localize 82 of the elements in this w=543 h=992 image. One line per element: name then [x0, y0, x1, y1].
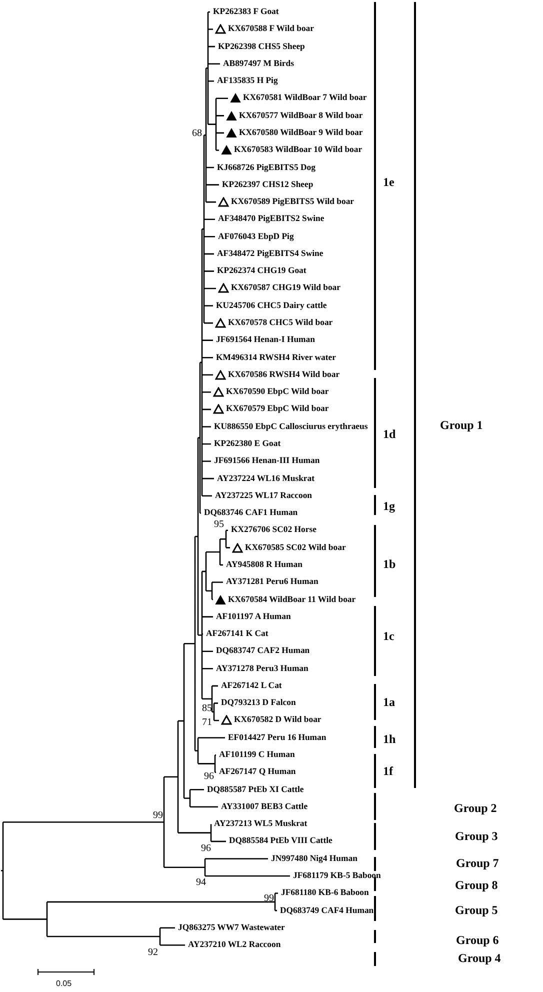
taxon-label: KP262383 F Goat: [213, 6, 279, 17]
taxon-label: DQ683746 CAF1 Human: [204, 507, 298, 518]
taxon-label: KX670587 CHG19 Wild boar: [231, 282, 340, 294]
clade-label: Group 5: [455, 904, 498, 917]
taxon-label: DQ683749 CAF4 Human: [280, 904, 374, 916]
clade-label: Group 6: [456, 934, 499, 947]
taxon-label: AY371281 Peru6 Human: [226, 576, 318, 588]
taxon-label: AF267147 Q Human: [219, 766, 296, 778]
clade-label: 1f: [383, 765, 393, 778]
clade-label: 1d: [383, 428, 396, 441]
bootstrap-value: 68: [192, 128, 202, 139]
taxon-label: KX670585 SC02 Wild boar: [245, 542, 346, 553]
taxon-label: DQ885587 PtEb XI Cattle: [207, 784, 304, 795]
taxon-label: JF681179 KB-5 Baboon: [293, 870, 381, 881]
taxon-label: KX670579 EbpC Wild boar: [226, 403, 329, 414]
taxon-label: KX670577 WildBoar 8 Wild boar: [239, 110, 363, 121]
clade-label: 1c: [383, 630, 394, 643]
taxon-label: DQ683747 CAF2 Human: [216, 645, 310, 656]
bootstrap-value: 99: [264, 893, 274, 904]
clade-label: Group 3: [455, 830, 498, 843]
taxon-label: DQ885584 PtEb VIII Cattle: [229, 835, 332, 846]
taxon-label: KX670588 F Wild boar: [228, 23, 314, 34]
clade-label: Group 8: [455, 879, 498, 892]
clade-label: 1g: [383, 500, 395, 513]
taxon-label: KU245706 CHC5 Dairy cattle: [216, 300, 327, 311]
taxon-label: AY331007 BEB3 Cattle: [221, 800, 308, 812]
taxon-label: KX670581 WildBoar 7 Wild boar: [243, 92, 367, 104]
taxon-label: KX670586 RWSH4 Wild boar: [228, 368, 340, 380]
taxon-label: AY237213 WL5 Muskrat: [214, 818, 308, 830]
taxon-label: AF101199 C Human: [219, 749, 295, 760]
taxon-label: AY237210 WL2 Raccoon: [188, 939, 281, 950]
clade-label: Group 2: [454, 802, 497, 815]
clade-label: Group 1: [440, 419, 483, 432]
clade-label: Group 7: [456, 857, 499, 870]
taxon-label: KJ668726 PigEBITS5 Dog: [217, 162, 316, 173]
clade-label: 1h: [383, 733, 396, 746]
clade-label: Group 4: [458, 952, 501, 965]
taxon-label: JF691566 Henan-III Human: [214, 455, 320, 466]
taxon-label: KX670582 D Wild boar: [234, 714, 322, 726]
taxon-label: AF101197 A Human: [216, 610, 291, 622]
clade-label: 1e: [383, 176, 394, 189]
taxon-label: DQ793213 D Falcon: [221, 697, 296, 708]
clade-label: 1b: [383, 558, 396, 571]
bootstrap-value: 71: [202, 717, 212, 728]
bootstrap-value: 96: [201, 843, 211, 854]
bootstrap-value: 94: [196, 877, 206, 888]
taxon-label: AF348472 PigEBITS4 Swine: [217, 248, 324, 259]
bootstrap-value: 85: [202, 703, 212, 714]
taxon-label: KX670583 WildBoar 10 Wild boar: [234, 144, 362, 156]
taxon-label: AF135835 H Pig: [217, 75, 278, 86]
taxon-label: KX670578 CHC5 Wild boar: [228, 317, 333, 328]
bootstrap-value: 99: [153, 810, 163, 821]
taxon-label: AF076043 EbpD Pig: [218, 230, 294, 242]
taxon-label: KX670580 WildBoar 9 Wild boar: [239, 126, 363, 138]
scale-label: 0.05: [56, 978, 72, 989]
taxon-label: JF681180 KB-6 Baboon: [281, 887, 369, 898]
taxon-label: AB897497 M Birds: [223, 58, 294, 69]
taxon-label: KP262380 E Goat: [214, 438, 281, 449]
bootstrap-value: 95: [214, 519, 224, 530]
taxon-label: EF014427 Peru 16 Human: [228, 732, 326, 743]
taxon-label: KP262397 CHS12 Sheep: [222, 178, 314, 190]
taxon-label: KX670590 EbpC Wild boar: [226, 386, 329, 398]
taxon-label: KP262398 CHS5 Sheep: [218, 40, 305, 52]
taxon-label: AY371278 Peru3 Human: [216, 662, 308, 674]
taxon-label: AF348470 PigEBITS2 Swine: [218, 213, 324, 224]
bootstrap-value: 96: [204, 771, 214, 782]
bootstrap-value: 92: [148, 947, 158, 958]
clade-label: 1a: [383, 696, 395, 709]
taxon-label: KU886550 EbpC Callosciurus erythraeus: [214, 420, 368, 432]
taxon-label: KP262374 CHG19 Goat: [217, 265, 306, 276]
taxon-label: KX670584 WildBoar 11 Wild boar: [228, 594, 356, 605]
taxon-label: JQ863275 WW7 Wastewater: [178, 922, 285, 933]
taxon-label: AF267141 K Cat: [206, 628, 268, 640]
taxon-label: AY237224 WL16 Muskrat: [217, 472, 315, 484]
taxon-label: JN997480 Nig4 Human: [271, 852, 358, 864]
taxon-label: AY237225 WL17 Raccoon: [215, 490, 312, 501]
taxon-label: KM496314 RWSH4 River water: [216, 352, 336, 363]
taxon-label: KX670589 PigEBITS5 Wild boar: [231, 196, 354, 208]
taxon-label: AY945808 R Human: [226, 558, 302, 570]
taxon-label: AF267142 L Cat: [221, 680, 282, 691]
taxon-label: KX276706 SC02 Horse: [231, 524, 316, 536]
taxon-label: JF691564 Henan-I Human: [216, 334, 315, 346]
